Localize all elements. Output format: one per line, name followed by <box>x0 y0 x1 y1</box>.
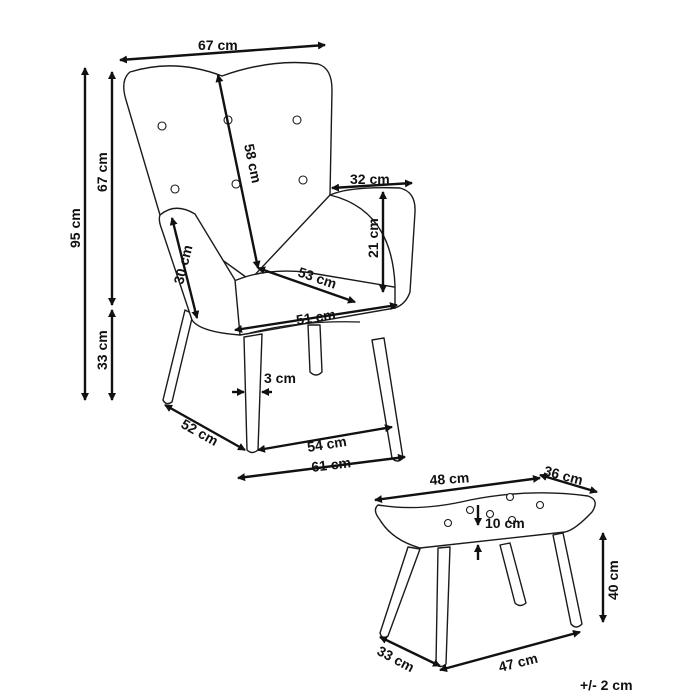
label-leg-thickness: 3 cm <box>264 370 296 386</box>
button-tuft <box>505 492 515 502</box>
chair-leg-back-right <box>307 324 323 376</box>
button-tuft <box>443 518 453 528</box>
armchair-drawing <box>123 61 416 462</box>
ottoman-leg-front-right <box>435 546 451 668</box>
label-total-height: 95 cm <box>67 208 83 248</box>
ottoman-leg-back-left <box>499 542 527 607</box>
tolerance-note: +/- 2 cm <box>580 677 633 693</box>
chair-leg-back-left <box>162 309 194 405</box>
ottoman-dimension-lines <box>374 473 607 673</box>
ottoman-drawing <box>374 492 596 668</box>
button-tuft <box>298 175 308 185</box>
ottoman-leg-back-right <box>552 532 583 628</box>
label-ottoman-base-depth: 33 cm <box>375 643 418 676</box>
chair-leg-front-left <box>243 333 263 454</box>
label-seat-width: 51 cm <box>295 306 337 328</box>
label-ottoman-width: 48 cm <box>429 469 470 488</box>
button-tuft <box>292 115 302 125</box>
label-back-height: 67 cm <box>94 152 110 192</box>
label-width-top: 67 cm <box>198 37 238 53</box>
label-ottoman-height: 40 cm <box>605 560 621 600</box>
button-tuft <box>170 184 180 194</box>
chair-dimension-lines <box>81 41 413 482</box>
label-ottoman-depth: 36 cm <box>542 462 584 488</box>
ottoman-leg-front-left <box>379 546 421 639</box>
label-cushion: 10 cm <box>485 515 525 531</box>
chair-leg-front-right <box>371 337 404 462</box>
label-base-inner-width: 54 cm <box>306 433 348 455</box>
label-base-depth: 52 cm <box>179 416 221 449</box>
label-seat-height: 33 cm <box>94 330 110 370</box>
label-arm-height: 21 cm <box>365 218 381 258</box>
button-tuft <box>535 500 545 510</box>
label-base-width: 61 cm <box>310 454 351 475</box>
button-tuft <box>507 515 517 525</box>
button-tuft <box>157 121 167 131</box>
chair-backrest <box>123 61 333 281</box>
label-arm-width: 32 cm <box>350 171 390 187</box>
button-tuft <box>485 509 495 519</box>
button-tuft <box>465 505 475 515</box>
